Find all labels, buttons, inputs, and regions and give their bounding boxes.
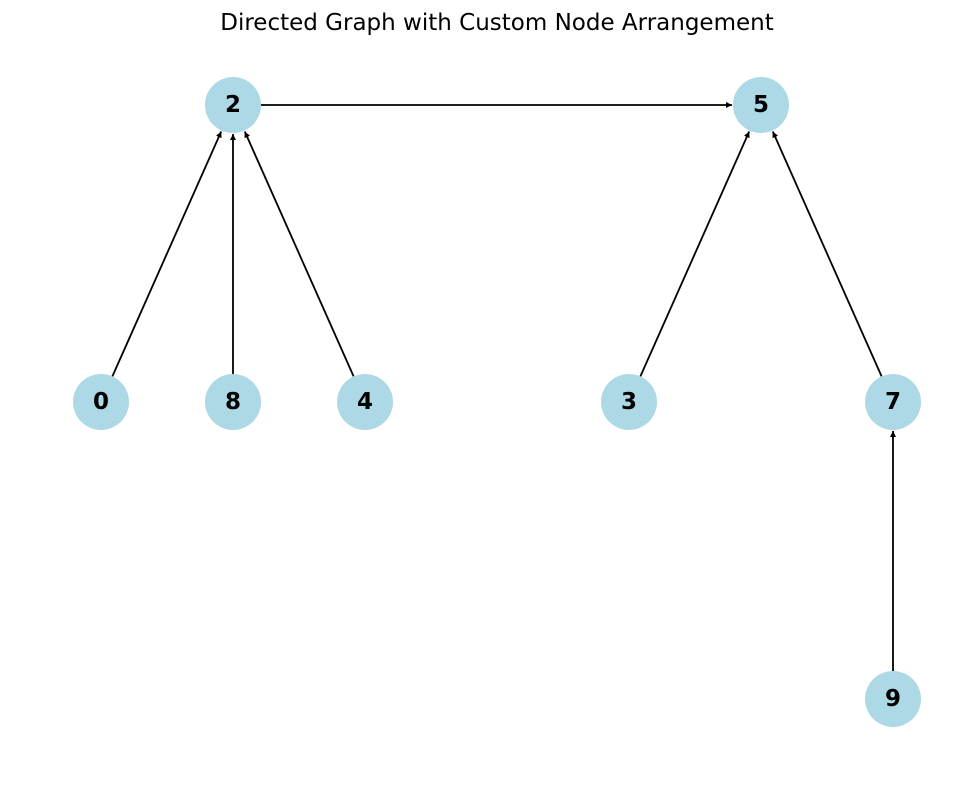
node-circle-7 [865,374,921,430]
node-label-9: 9 [885,686,901,712]
edge-4-to-2 [243,131,355,377]
node-circle-0 [73,374,129,430]
node-circle-5 [733,77,789,133]
node-circle-2 [205,77,261,133]
node-label-0: 0 [93,389,109,415]
node-5: 5 [733,77,789,133]
edge-0-to-2 [111,131,223,377]
node-0: 0 [73,374,129,430]
nodes-layer: 2 5 0 8 4 3 7 9 [73,77,921,727]
node-3: 3 [601,374,657,430]
node-2: 2 [205,77,261,133]
node-label-3: 3 [621,389,637,415]
node-circle-4 [337,374,393,430]
node-circle-8 [205,374,261,430]
node-label-2: 2 [225,92,241,118]
edges-layer [111,102,896,671]
node-7: 7 [865,374,921,430]
edge-7-to-5 [771,131,883,377]
node-circle-3 [601,374,657,430]
node-label-7: 7 [885,389,901,415]
node-circle-9 [865,671,921,727]
graph-title: Directed Graph with Custom Node Arrangem… [220,10,773,36]
node-4: 4 [337,374,393,430]
node-9: 9 [865,671,921,727]
node-8: 8 [205,374,261,430]
node-label-8: 8 [225,389,241,415]
edge-3-to-5 [639,131,751,377]
node-label-5: 5 [753,92,769,118]
node-label-4: 4 [357,389,373,415]
